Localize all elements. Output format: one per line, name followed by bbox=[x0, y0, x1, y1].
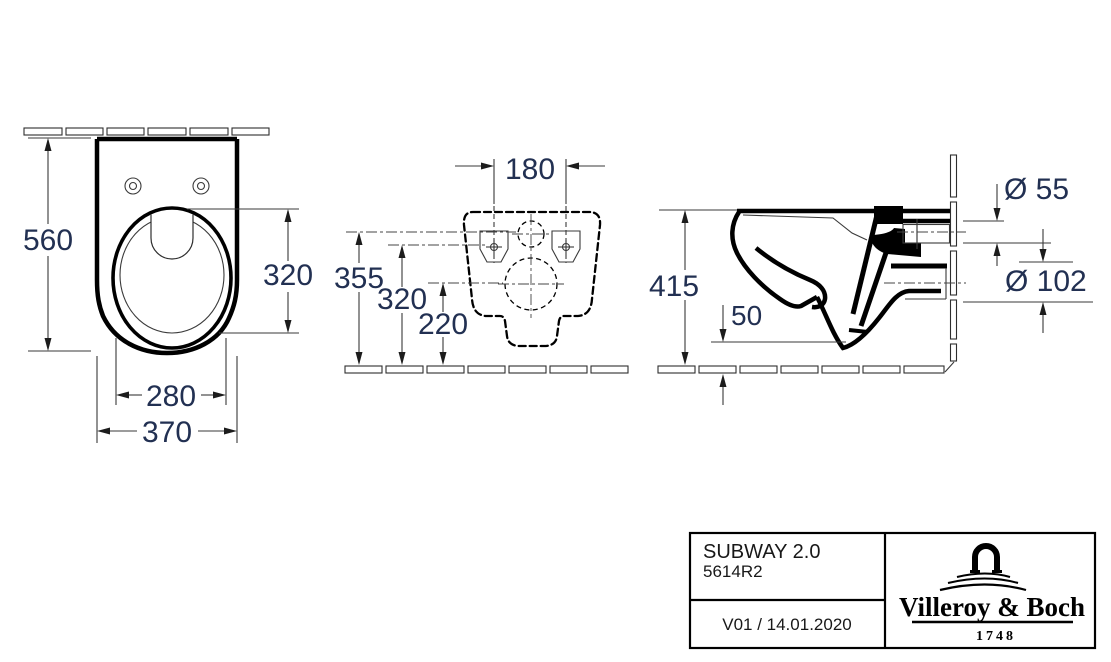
dim-fixing-hole-spacing-label: 180 bbox=[505, 153, 555, 186]
dim-total-depth: 560 bbox=[23, 137, 91, 352]
dim-fixing-hole-height: 320 bbox=[377, 244, 487, 365]
product-series: SUBWAY 2.0 bbox=[703, 541, 820, 563]
dim-water-inlet-height-label: 355 bbox=[334, 262, 384, 295]
dim-bowl-width: 280 bbox=[115, 338, 227, 413]
dim-low-point-clearance: 50 bbox=[719, 300, 762, 405]
inlet-elbow bbox=[870, 228, 921, 257]
dim-inlet-diameter-label: Ø 55 bbox=[1004, 173, 1069, 206]
dim-rim-height: 415 bbox=[649, 209, 737, 365]
wc-body-outline bbox=[94, 136, 240, 356]
dim-outlet-height: 220 bbox=[418, 282, 503, 365]
brand-name: Villeroy & Boch bbox=[899, 592, 1085, 622]
wc-section-profile bbox=[730, 206, 950, 351]
dim-bowl-depth: 320 bbox=[187, 208, 313, 334]
wall-hatch-top-view bbox=[23, 127, 270, 136]
amphora-arch-icon bbox=[939, 543, 1027, 592]
dim-outlet-height-label: 220 bbox=[418, 308, 468, 341]
rear-contour-dashed bbox=[462, 210, 602, 348]
brand-logo: Villeroy & Boch 1748 bbox=[899, 543, 1085, 644]
dim-fixing-hole-height-label: 320 bbox=[377, 283, 427, 316]
wall-hatch-side-view bbox=[949, 154, 958, 362]
floor-hatch-side-view bbox=[657, 361, 955, 374]
top-view: 560 320 280 bbox=[23, 127, 313, 449]
dim-total-width: 370 bbox=[96, 356, 238, 449]
seat-fixing-holes bbox=[124, 177, 210, 195]
flush-shelf bbox=[150, 214, 194, 260]
article-number: 5614R2 bbox=[703, 562, 763, 581]
revision-date: V01 / 14.01.2020 bbox=[722, 615, 852, 634]
outlet-circle bbox=[498, 214, 564, 318]
side-view: 415 50 Ø 55 Ø 102 bbox=[649, 154, 1093, 405]
dim-bowl-depth-label: 320 bbox=[263, 259, 313, 292]
dim-rim-height-label: 415 bbox=[649, 270, 699, 303]
dim-outlet-diameter: Ø 102 bbox=[963, 229, 1093, 333]
brand-founded-year: 1748 bbox=[976, 629, 1016, 644]
dim-bowl-width-label: 280 bbox=[146, 380, 196, 413]
title-block: SUBWAY 2.0 5614R2 V01 / 14.01.2020 Ville… bbox=[688, 531, 1097, 650]
dim-total-width-label: 370 bbox=[142, 416, 192, 449]
dim-inlet-diameter: Ø 55 bbox=[963, 173, 1069, 266]
dim-water-inlet-height: 355 bbox=[334, 231, 516, 365]
dim-total-depth-label: 560 bbox=[23, 224, 73, 257]
dim-fixing-hole-spacing: 180 bbox=[455, 153, 605, 263]
water-inlet-connector bbox=[897, 219, 966, 249]
dim-outlet-diameter-label: Ø 102 bbox=[1005, 265, 1087, 298]
rear-view: 180 355 320 220 bbox=[334, 153, 629, 374]
bowl-outer-rim bbox=[111, 206, 233, 350]
dim-low-point-clearance-label: 50 bbox=[731, 300, 762, 331]
floor-hatch-rear-view bbox=[344, 365, 629, 374]
